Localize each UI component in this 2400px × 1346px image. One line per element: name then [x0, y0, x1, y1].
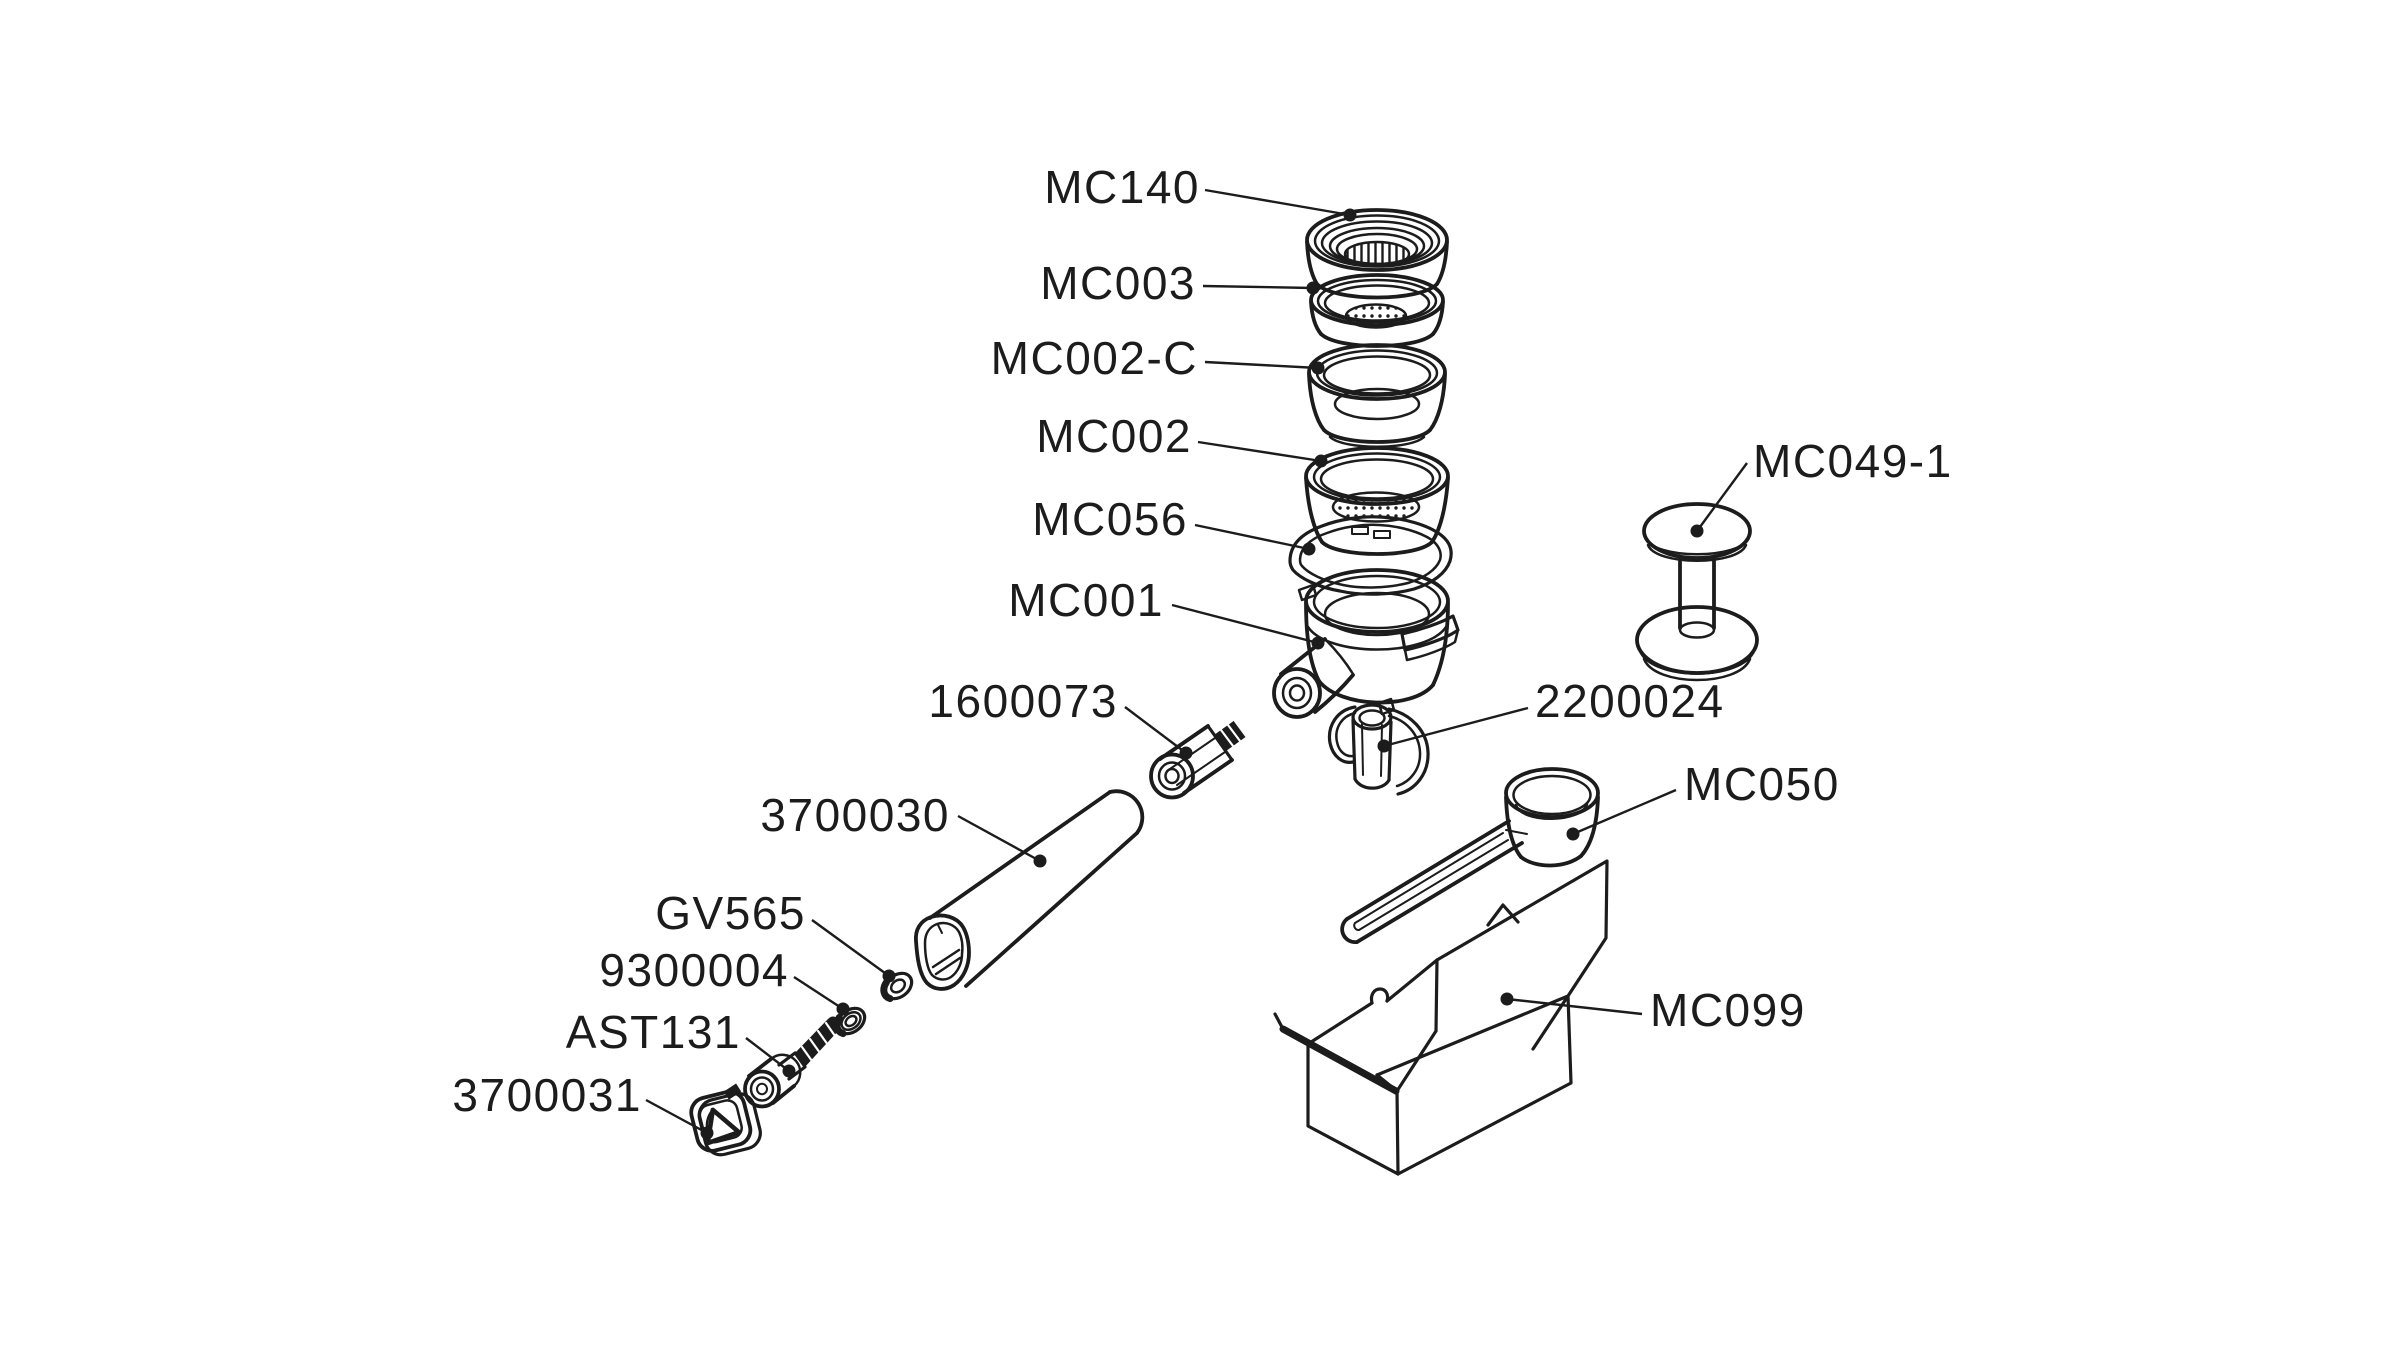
part-drawing-basket-mc003 [1309, 273, 1445, 348]
part-label-mc001: MC001 [1008, 574, 1164, 626]
part-drawing-basket-mc002c [1307, 343, 1447, 448]
part-label-3700030: 3700030 [760, 789, 950, 841]
callout-9300004: 9300004 [599, 944, 850, 1016]
callout-mc099: MC099 [1500, 984, 1806, 1036]
part-drawing-spring-ring-mc056 [1288, 515, 1453, 596]
part-drawing-scoop-mc050 [1340, 767, 1600, 944]
part-label-mc002: MC002 [1036, 410, 1192, 462]
callout-mc050: MC050 [1566, 758, 1840, 841]
part-label-mc099: MC099 [1650, 984, 1806, 1036]
part-drawing-portafilter-body-mc001 [1272, 568, 1460, 719]
callout-3700031: 3700031 [452, 1069, 714, 1140]
mesh-screen [1343, 240, 1411, 268]
callout-mc001: MC001 [1008, 574, 1325, 650]
callout-ast131: AST131 [566, 1006, 796, 1078]
part-label-mc049-1: MC049-1 [1753, 435, 1953, 487]
callout-mc056: MC056 [1032, 493, 1316, 556]
mesh-screen [1344, 303, 1408, 329]
part-label-mc050: MC050 [1684, 758, 1840, 810]
brand-logo-icon [705, 1107, 742, 1146]
part-drawing-spring-clip-2200024 [1327, 697, 1430, 796]
part-drawing-handle-tube-3700030 [914, 789, 1145, 991]
callout-1600073: 1600073 [928, 675, 1193, 760]
callout-3700030: 3700030 [760, 789, 1047, 868]
callout-mc140: MC140 [1044, 161, 1357, 222]
part-label-gv565: GV565 [655, 887, 806, 939]
callout-mc003: MC003 [1040, 257, 1320, 309]
callout-gv565: GV565 [655, 887, 896, 983]
part-drawing-tamper-mc049-1 [1635, 502, 1759, 682]
callout-mc002-c: MC002-C [991, 332, 1325, 384]
part-label-mc003: MC003 [1040, 257, 1196, 309]
part-label-2200024: 2200024 [1535, 675, 1725, 727]
part-label-1600073: 1600073 [928, 675, 1118, 727]
part-drawing-box-mc099 [1273, 859, 1609, 1176]
part-label-ast131: AST131 [566, 1006, 741, 1058]
part-label-3700031: 3700031 [452, 1069, 642, 1121]
part-drawing-basket-mc140 [1305, 208, 1449, 300]
callout-mc002: MC002 [1036, 410, 1328, 468]
part-label-mc140: MC140 [1044, 161, 1200, 213]
part-drawing-basket-mc002 [1304, 446, 1450, 556]
callout-mc049-1: MC049-1 [1690, 435, 1953, 538]
part-drawing-adapter-1600073 [1149, 719, 1248, 800]
mesh-screen [1331, 491, 1421, 523]
part-label-mc056: MC056 [1032, 493, 1188, 545]
callout-2200024: 2200024 [1377, 675, 1725, 753]
part-label-9300004: 9300004 [599, 944, 789, 996]
part-drawing-screw-ast131 [743, 1016, 841, 1109]
part-label-mc002-c: MC002-C [991, 332, 1198, 384]
